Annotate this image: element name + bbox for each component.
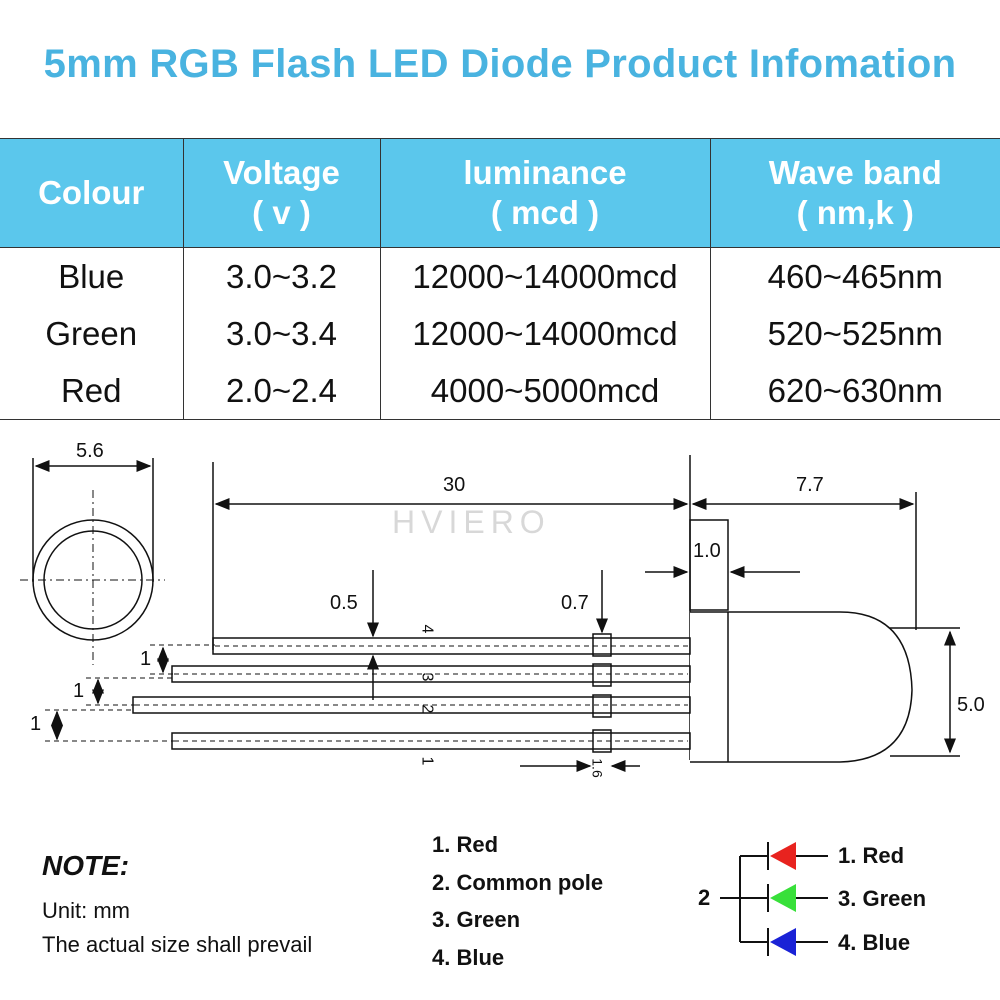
led-symbols	[770, 842, 796, 956]
watermark: HVIERO	[392, 504, 551, 540]
top-view	[20, 458, 165, 665]
pin-number-1: 1	[418, 756, 436, 766]
list-item: 2. Common pole	[432, 869, 604, 895]
dim-pitch-a: 1	[140, 648, 152, 670]
dim-pitch-c: 1	[30, 713, 42, 735]
cell-colour: Green	[0, 305, 184, 362]
table-header-row: Colour Voltage( v ) luminance( mcd ) Wav…	[0, 138, 1000, 248]
table-row: Blue 3.0~3.2 12000~14000mcd 460~465nm	[0, 247, 1000, 305]
dim-flange: 1.0	[693, 540, 721, 562]
cell-colour: Blue	[0, 247, 184, 305]
page-title: 5mm RGB Flash LED Diode Product Infomati…	[43, 42, 957, 86]
dim-length: 30	[443, 474, 466, 496]
dim-top-diameter: 5.6	[76, 440, 104, 462]
header-colour: Colour	[0, 138, 184, 248]
note-title: NOTE:	[42, 850, 130, 881]
green-led-icon	[770, 884, 796, 912]
pin-number-2: 2	[418, 704, 436, 714]
pin-list: 1. Red 2. Common pole 3. Green 4. Blue	[432, 826, 603, 976]
cell-luminance: 4000~5000mcd	[379, 362, 711, 420]
pin-number-4: 4	[418, 624, 436, 634]
red-led-icon	[770, 842, 796, 870]
pin-number-3: 3	[418, 672, 436, 682]
dim-head: 7.7	[796, 474, 824, 496]
cell-wave: 620~630nm	[709, 362, 1000, 420]
dim-lead-offset: 0.7	[561, 592, 589, 614]
table-row: Green 3.0~3.4 12000~14000mcd 520~525nm	[0, 305, 1000, 362]
legend-red: 1. Red	[838, 843, 905, 868]
legend-green: 3. Green	[838, 886, 927, 911]
spec-table: Colour Voltage( v ) luminance( mcd ) Wav…	[0, 138, 1000, 420]
header-luminance: luminance( mcd )	[379, 138, 711, 248]
dim-pitch-b: 1	[73, 680, 85, 702]
header-voltage: Voltage( v )	[182, 138, 381, 248]
dim-body-diameter: 5.0	[957, 694, 985, 716]
dim-lead-width: 0.5	[330, 592, 358, 614]
cell-colour: Red	[0, 362, 184, 420]
cell-voltage: 2.0~2.4	[182, 362, 381, 420]
note-disclaimer: The actual size shall prevail	[42, 932, 313, 957]
cell-voltage: 3.0~3.2	[182, 247, 381, 305]
list-item: 3. Green	[432, 907, 521, 932]
cell-wave: 520~525nm	[709, 305, 1000, 362]
circuit-legend	[720, 842, 828, 956]
table-row: Red 2.0~2.4 4000~5000mcd 620~630nm	[0, 362, 1000, 420]
lead-4	[212, 637, 691, 655]
list-item: 1. Red	[432, 832, 499, 857]
list-item: 4. Blue	[432, 944, 505, 970]
blue-led-icon	[770, 928, 796, 956]
dim-small: 1.6	[589, 758, 606, 778]
legend-common: 2	[698, 885, 711, 910]
cell-luminance: 12000~14000mcd	[379, 247, 711, 305]
cell-wave: 460~465nm	[709, 247, 1000, 305]
cell-voltage: 3.0~3.4	[182, 305, 381, 362]
legend-blue: 4. Blue	[838, 930, 911, 955]
cell-luminance: 12000~14000mcd	[379, 305, 711, 362]
note-unit: Unit: mm	[42, 898, 130, 923]
header-wave-band: Wave band( nm,k )	[709, 138, 1000, 248]
